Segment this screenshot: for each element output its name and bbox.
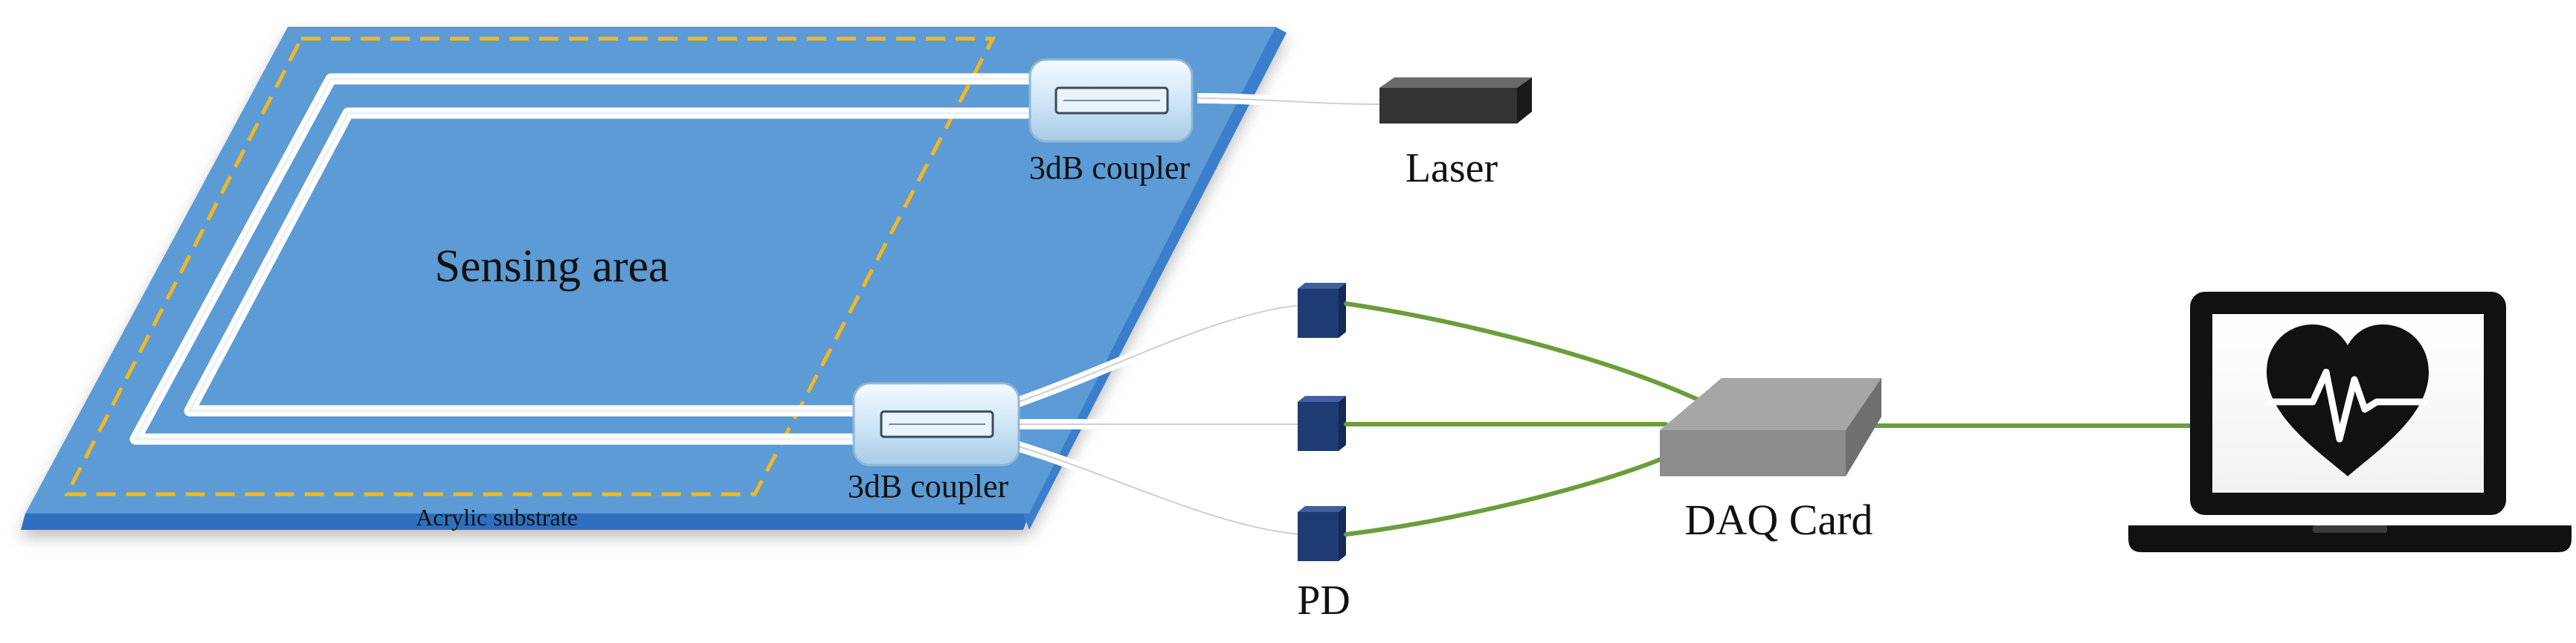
signal-wires — [1344, 301, 2192, 537]
laser-side — [1517, 77, 1532, 124]
sensing-area-border — [63, 36, 996, 496]
daq-top — [1660, 378, 1881, 430]
coupler-top-label: 3dB coupler — [1029, 150, 1191, 186]
heart-pulse-icon — [2267, 324, 2429, 476]
wire-pd-bottom-to-daq — [1344, 452, 1675, 537]
pd-label: PD — [1297, 578, 1350, 624]
laser-front — [1379, 88, 1517, 124]
daq-side — [1846, 378, 1881, 476]
photodetector-top — [1298, 283, 1346, 338]
laptop-base — [2128, 525, 2572, 552]
sensing-area-label: Sensing area — [434, 241, 669, 292]
substrate-right-edge — [1023, 27, 1287, 530]
photodetectors — [1298, 283, 1346, 561]
substrate-label: Acrylic substrate — [416, 504, 578, 531]
laptop-hinge-notch — [2313, 525, 2387, 533]
daq-card — [1660, 378, 1881, 476]
laser-top — [1379, 77, 1532, 88]
coupler-top — [1028, 58, 1194, 143]
coupler-bottom — [852, 382, 1020, 467]
laser-source — [1379, 77, 1532, 124]
fiber-to-pd-bottom — [1014, 441, 1307, 540]
photodetector-middle — [1298, 396, 1346, 451]
substrate-front-edge — [21, 514, 1029, 530]
daq-front — [1660, 430, 1846, 476]
wire-pd-top-to-daq — [1344, 301, 1705, 404]
photodetector-bottom — [1298, 506, 1346, 561]
fiber-loops — [129, 73, 1043, 445]
daq-label: DAQ Card — [1685, 496, 1873, 544]
coupler-bottom-label: 3dB coupler — [848, 468, 1009, 505]
laptop-icon — [2128, 292, 2572, 552]
laser-label: Laser — [1405, 145, 1498, 191]
